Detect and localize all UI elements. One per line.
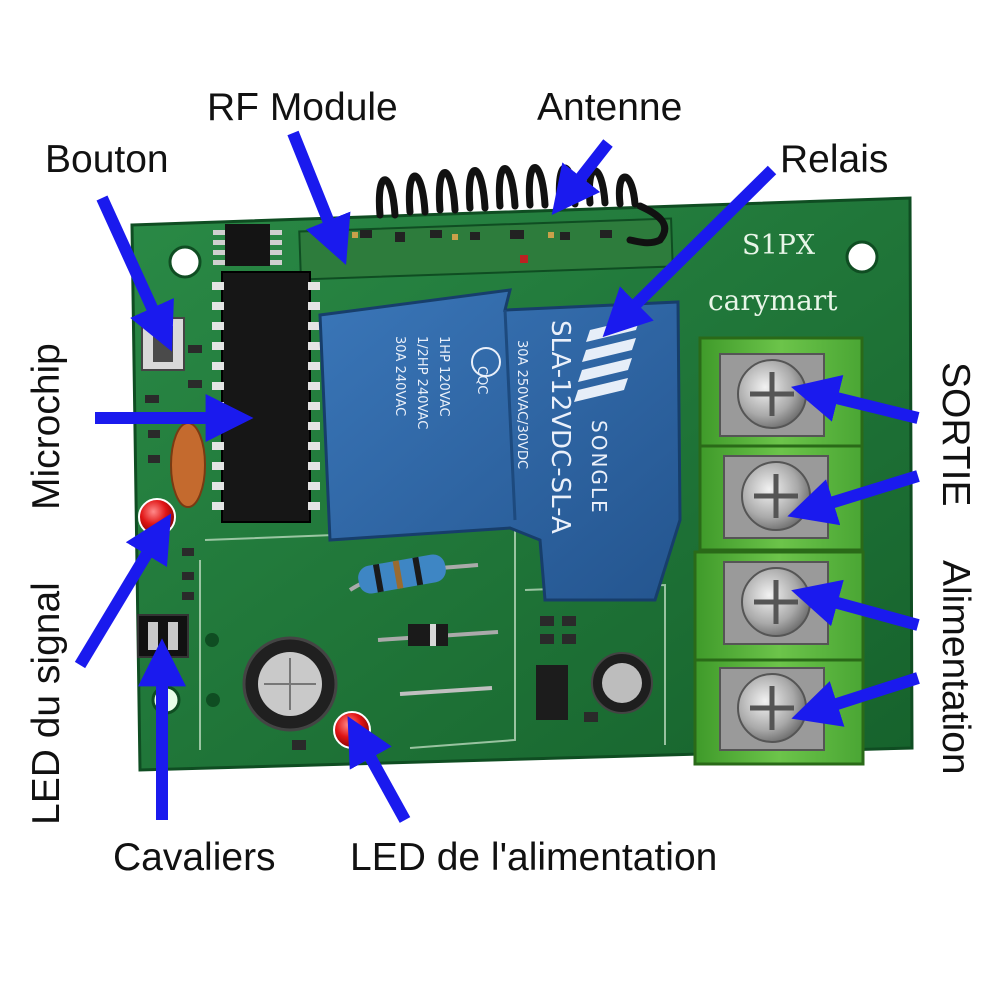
diode [377,624,499,646]
label-led-signal: LED du signal [25,582,68,825]
rf-module-pads [352,232,554,263]
arrow-led-signal [74,513,172,669]
rf-module [298,217,674,281]
arrow-relais [602,165,777,338]
terminal-screw [719,667,825,751]
label-rf-module: RF Module [207,86,398,129]
mount-hole [206,693,220,707]
arrow-antenne [551,139,613,216]
relay-cert-mark [471,347,501,377]
microchip [221,271,311,523]
smd-components-lower [292,616,598,750]
board-brand-text: carymart [708,284,838,317]
label-sortie: SORTIE [934,362,977,507]
smd-components [145,345,202,600]
relay-rating-1: 30A 250VAC/30VDC [514,340,529,469]
transistor [536,665,568,720]
eeprom-chip [225,224,270,266]
label-bouton: Bouton [45,138,169,181]
arrow-sortie-1 [791,374,920,424]
relay-model-text: SLA-12VDC-SL-A [545,320,575,534]
ceramic-capacitor [170,422,206,508]
relay-rating-3: 1/2HP 240VAC [414,336,429,429]
terminal-screw [723,561,829,645]
relay-rating-2: 1HP 120VAC [436,336,451,417]
label-cavaliers: Cavaliers [113,836,276,879]
jumper-block [137,614,189,658]
mount-hole [168,245,202,279]
terminal-screw [723,455,829,539]
arrow-rf-module [287,130,351,266]
mount-hole [205,633,219,647]
board-model-text: S1PX [742,230,816,261]
relay-cert-text: CQC [474,366,489,394]
arrow-alimentation-2 [791,672,920,727]
relay [318,288,682,602]
wire-link [399,686,493,696]
arrow-alimentation-1 [791,579,920,631]
label-microchip: Microchip [25,343,68,510]
label-antenne: Antenne [537,86,683,129]
label-alimentation: Alimentation [934,560,977,775]
arrow-sortie-2 [787,470,920,526]
arrow-bouton [96,195,174,352]
relay-rating-4: 30A 240VAC [392,336,407,416]
relay-brand-text: SONGLE [587,420,611,515]
mount-hole [845,240,879,274]
resistor [348,554,479,594]
label-relais: Relais [780,138,889,181]
label-led-alimentation: LED de l'alimentation [350,836,718,879]
led-signal [138,498,176,536]
terminal-screw [719,353,825,437]
arrow-led-alimentation [347,716,411,823]
